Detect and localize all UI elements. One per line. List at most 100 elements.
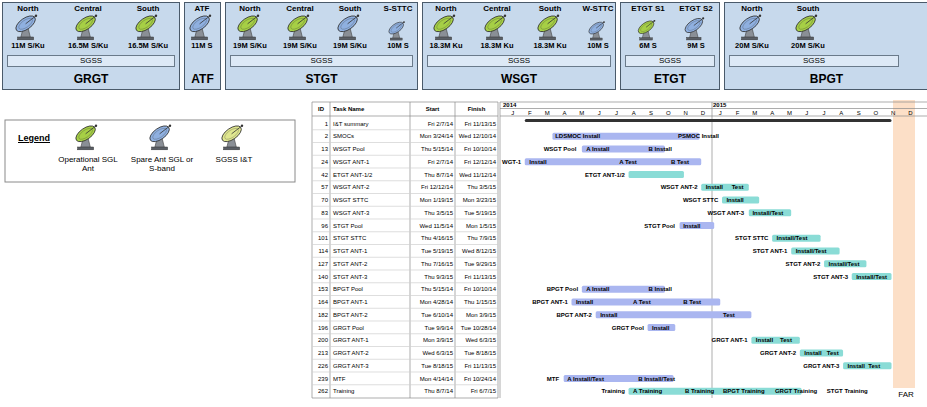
- bar-label: B Install/Test: [638, 376, 698, 382]
- table-cell: Fri 10/24/14: [455, 376, 496, 382]
- table-cell: Thu 3/5/15: [455, 184, 496, 190]
- table-cell: 1: [312, 121, 328, 127]
- month-label: S: [642, 110, 659, 116]
- table-cell: Thu 8/7/14: [410, 388, 453, 394]
- table-cell: Thu 1/15/15: [455, 299, 496, 305]
- month-label: O: [867, 110, 884, 116]
- antenna-icon: [636, 18, 656, 40]
- antenna-position: North: [411, 5, 481, 13]
- table-cell: STGT Pool: [333, 223, 409, 229]
- antenna-icon: [683, 16, 705, 40]
- month-label: J: [591, 110, 608, 116]
- legend-icon: [147, 123, 172, 150]
- table-cell: Mon 3/23/15: [455, 197, 496, 203]
- table-cell: 70: [312, 197, 328, 203]
- bar-label: A Install: [586, 286, 646, 292]
- legend-text: Operational SGL Ant: [54, 155, 122, 173]
- bar-label: Install: [726, 197, 786, 203]
- table-cell: Fri 6/7/15: [455, 388, 496, 394]
- month-label: A: [625, 110, 642, 116]
- month-label: M: [573, 110, 590, 116]
- month-label: O: [660, 110, 677, 116]
- month-label: A: [764, 110, 781, 116]
- task-label: STGT STTC: [708, 235, 768, 241]
- table-cell: MTF: [333, 376, 409, 382]
- table-cell: WSGT ANT-2: [333, 184, 409, 190]
- table-cell: ETGT ANT-1/2: [333, 172, 409, 178]
- bar-label: Install: [529, 159, 589, 165]
- grid-line: [312, 129, 498, 130]
- table-cell: 226: [312, 363, 328, 369]
- month-label: D: [902, 110, 919, 116]
- table-cell: Mon 3/24/14: [410, 133, 453, 139]
- legend-icon: [219, 123, 244, 150]
- antenna-size: 11M S: [167, 42, 237, 50]
- antenna-position: North: [215, 5, 285, 13]
- column-header: Task Name: [333, 106, 409, 112]
- table-cell: 24: [312, 159, 328, 165]
- table-cell: Fri 11/13/15: [455, 274, 496, 280]
- task-label: STGT ANT-2: [760, 261, 820, 267]
- table-cell: Thu 7/9/15: [455, 235, 496, 241]
- table-cell: Thu 7/16/15: [410, 261, 453, 267]
- antenna-size: 19M S/Ku: [215, 42, 285, 50]
- table-cell: Wed 8/12/15: [455, 248, 496, 254]
- column-header: ID: [312, 106, 330, 112]
- month-label: J: [798, 110, 815, 116]
- table-cell: Wed 12/10/14: [455, 133, 496, 139]
- month-label: N: [677, 110, 694, 116]
- table-cell: Fri 10/10/14: [455, 286, 496, 292]
- gantt-bar: [552, 133, 699, 140]
- task-label: WSGT STTC: [658, 197, 718, 203]
- antenna-icon: [335, 13, 360, 40]
- station-panel: ETGT SGSS: [620, 2, 720, 90]
- table-cell: BPGT Pool: [333, 286, 409, 292]
- grid-line: [312, 321, 498, 322]
- table-cell: Fri 2/7/14: [410, 121, 453, 127]
- antenna-icon: [133, 13, 158, 40]
- table-cell: 57: [312, 184, 328, 190]
- bar-label: A Install/Test: [567, 376, 627, 382]
- antenna-icon: [235, 13, 260, 40]
- bar-label: B Test: [683, 299, 743, 305]
- bar-label: Install/Test: [829, 261, 889, 267]
- bar-label: Install/Test: [777, 235, 837, 241]
- legend-box: [5, 120, 295, 182]
- table-cell: Tue 9/9/14: [410, 325, 453, 331]
- sgss-band: SGSS: [625, 55, 715, 67]
- table-cell: 262: [312, 388, 328, 394]
- sgss-label: SGSS: [730, 56, 898, 66]
- antenna-position: Central: [265, 5, 335, 13]
- bar-label: Install: [683, 223, 743, 229]
- table-cell: I&T summary: [333, 121, 409, 127]
- table-cell: Tue 8/18/15: [410, 363, 453, 369]
- bar-label: GRGT Training: [775, 388, 835, 394]
- table-cell: Fri 11/13/15: [455, 363, 496, 369]
- table-cell: Thu 8/7/14: [410, 172, 453, 178]
- antenna-position: North: [0, 5, 63, 13]
- table-cell: 200: [312, 337, 328, 343]
- sgss-band: SGSS: [729, 55, 899, 67]
- table-cell: Thu 3/5/15: [410, 210, 453, 216]
- antenna-size: 9M S: [661, 42, 731, 50]
- month-label: F: [521, 110, 538, 116]
- table-cell: 239: [312, 376, 328, 382]
- table-cell: Mon 3/9/15: [410, 337, 453, 343]
- month-label: F: [729, 110, 746, 116]
- month-label: J: [712, 110, 729, 116]
- table-cell: Fri 10/10/14: [455, 146, 496, 152]
- bar-label: PSMOC Install: [678, 133, 738, 139]
- table-cell: STGT STTC: [333, 235, 409, 241]
- task-label: WSGT ANT-3: [684, 210, 744, 216]
- table-cell: 96: [312, 223, 328, 229]
- table-cell: 140: [312, 274, 328, 280]
- station-name: ETGT: [621, 73, 719, 85]
- sgss-label: SGSS: [8, 56, 174, 66]
- column-header: Start: [410, 106, 455, 112]
- table-cell: Tue 9/29/15: [455, 261, 496, 267]
- bar-label: STGT Training: [827, 388, 887, 394]
- antenna-position: South: [113, 5, 183, 13]
- grid-line: [312, 333, 498, 334]
- month-label: S: [850, 110, 867, 116]
- bar-label: BPGT Training: [723, 388, 783, 394]
